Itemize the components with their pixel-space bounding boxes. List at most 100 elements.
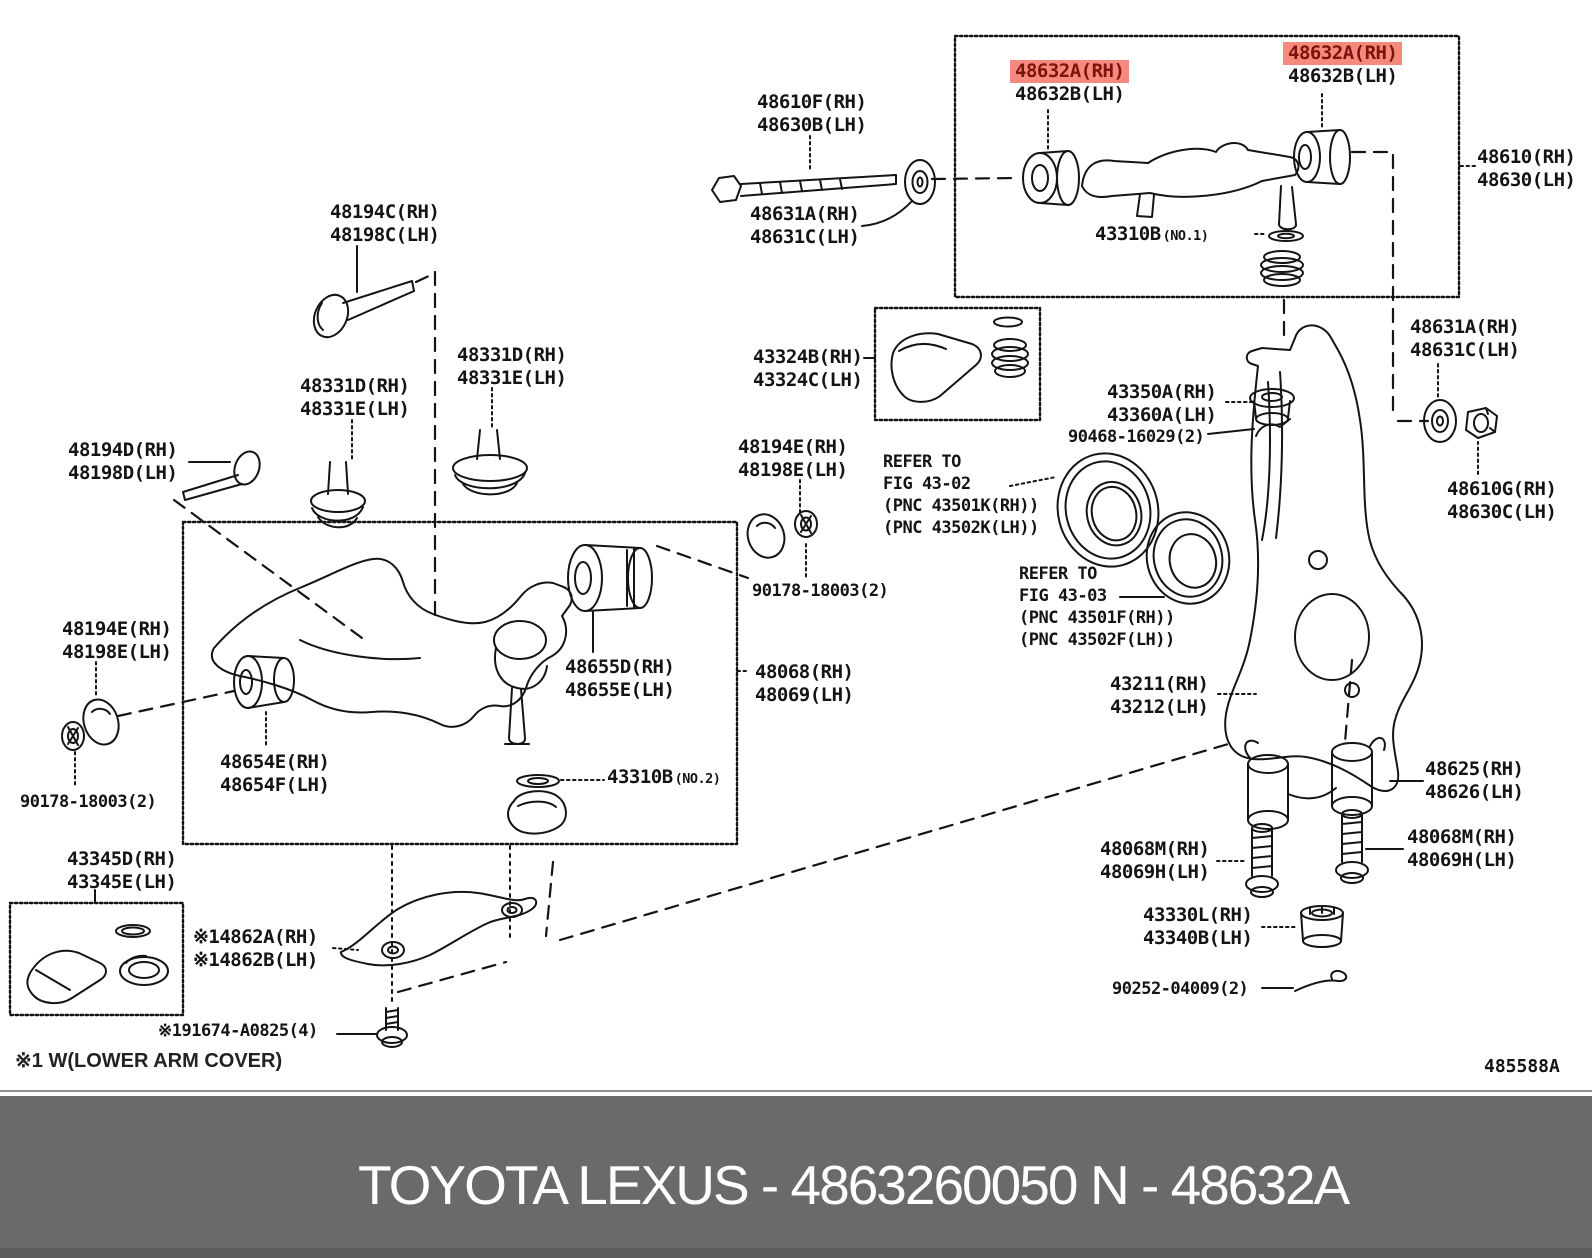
part-label-48625: 48625(RH) 48626(LH) xyxy=(1425,758,1524,804)
part-number: 48610(RH) xyxy=(1477,146,1576,168)
part-number: 48331E(LH) xyxy=(457,367,567,389)
part-number: 48610G(RH) xyxy=(1447,478,1557,500)
part-label-43310b-no1: 43310B(NO.1) xyxy=(1095,223,1209,248)
part-number: 43350A(RH) xyxy=(1107,381,1217,403)
camber-bolt-drawing xyxy=(711,159,936,205)
dotted-drop-lines xyxy=(391,845,511,1003)
part-label-48632a-rh-2: 48632A(RH) 48632B(LH) xyxy=(1283,42,1403,88)
refer-note-fig-43-03: REFER TO FIG 43-03 (PNC 43501F(RH)) (PNC… xyxy=(1019,563,1175,651)
part-number: 48630(LH) xyxy=(1477,169,1576,191)
part-number: 43360A(LH) xyxy=(1107,404,1217,426)
part-number: 48631A(RH) xyxy=(1410,316,1520,338)
part-number: 43345D(RH) xyxy=(67,848,177,870)
refer-note-line: (PNC 43501K(RH)) xyxy=(883,496,1039,516)
part-label-48068m-2: 48068M(RH) 48069H(LH) xyxy=(1407,826,1517,872)
part-label-48631a-2: 48631A(RH) 48631C(LH) xyxy=(1410,316,1520,362)
part-label-14862: ※14862A(RH) ※14862B(LH) xyxy=(193,926,318,972)
bolts-nuts-drawings xyxy=(61,280,1498,751)
part-number: 48069H(LH) xyxy=(1407,849,1517,871)
banner-divider-line xyxy=(0,1090,1592,1092)
carrier-bolts-drawing xyxy=(1245,809,1369,898)
part-number: 48068M(RH) xyxy=(1100,838,1210,860)
part-number: 43212(LH) xyxy=(1110,696,1209,718)
refer-note-line: FIG 43-03 xyxy=(1019,586,1107,606)
part-number: 48630B(LH) xyxy=(757,114,867,136)
part-number: 43340B(LH) xyxy=(1143,927,1253,949)
refer-note-line: FIG 43-02 xyxy=(883,474,971,494)
seal-rings-drawing xyxy=(1056,452,1231,605)
part-number: 43330L(RH) xyxy=(1143,904,1253,926)
part-number: 48068M(RH) xyxy=(1407,826,1517,848)
part-number: 48625(RH) xyxy=(1425,758,1524,780)
part-label-48331d-1: 48331D(RH) 48331E(LH) xyxy=(300,375,410,421)
part-number-suffix: (NO.1) xyxy=(1162,228,1209,244)
steering-knuckle-drawing xyxy=(1224,324,1423,792)
refer-note-line: REFER TO xyxy=(1019,564,1097,584)
part-number: 48069(LH) xyxy=(755,684,854,706)
part-number: ※191674-A0825(4) xyxy=(158,1021,318,1041)
part-number: 43310B xyxy=(1095,223,1161,245)
part-number: 48632B(LH) xyxy=(1015,83,1125,105)
part-number: 48626(LH) xyxy=(1425,781,1524,803)
part-number: 48198E(LH) xyxy=(738,459,848,481)
part-number: 48194E(RH) xyxy=(738,436,848,458)
part-number: 90252-04009(2) xyxy=(1112,979,1249,999)
part-number: 43324B(RH) xyxy=(753,346,863,368)
part-number: 48068(RH) xyxy=(755,661,854,683)
part-number: 48654E(RH) xyxy=(220,751,330,773)
part-number: ※14862A(RH) xyxy=(193,926,318,948)
part-number: 90468-16029(2) xyxy=(1068,427,1205,447)
refer-note-line: REFER TO xyxy=(883,452,961,472)
grommet-clip-drawing xyxy=(1249,388,1295,437)
part-number: 43310B xyxy=(607,766,673,788)
part-number: 48631A(RH) xyxy=(750,203,860,225)
part-number: 48654F(LH) xyxy=(220,774,330,796)
refer-note-line: (PNC 43502K(LH)) xyxy=(883,518,1039,538)
part-label-48068: 48068(RH) 48069(LH) xyxy=(755,661,854,707)
part-label-48610: 48610(RH) 48630(LH) xyxy=(1477,146,1576,192)
part-label-48632a-rh-1: 48632A(RH) 48632B(LH) xyxy=(1010,60,1130,106)
part-label-48194c: 48194C(RH) 48198C(LH) xyxy=(330,201,440,247)
title-banner: TOYOTA LEXUS - 4863260050 N - 48632A xyxy=(0,1096,1592,1258)
part-number: 48610F(RH) xyxy=(757,91,867,113)
part-label-48610g: 48610G(RH) 48630C(LH) xyxy=(1447,478,1557,524)
banner-pnc-code: N - 48632A xyxy=(1090,1154,1350,1216)
part-number: 48331E(LH) xyxy=(300,398,410,420)
refer-note-line: (PNC 43501F(RH)) xyxy=(1019,608,1175,628)
part-number: 43345E(LH) xyxy=(67,871,177,893)
part-number: 48194C(RH) xyxy=(330,201,440,223)
part-label-48331d-2: 48331D(RH) 48331E(LH) xyxy=(457,344,567,390)
dotted-leaders xyxy=(74,93,1479,951)
part-label-48631a-1: 48631A(RH) 48631C(LH) xyxy=(750,203,860,249)
part-label-191674: ※191674-A0825(4) xyxy=(158,1020,318,1042)
part-number: 43324C(LH) xyxy=(753,369,863,391)
part-label-43310b-no2: 43310B(NO.2) xyxy=(607,766,721,791)
dust-cap-drawings xyxy=(310,429,528,529)
part-label-48610f: 48610F(RH) 48630B(LH) xyxy=(757,91,867,137)
lower-control-arm-drawing xyxy=(211,544,653,835)
part-label-48194e-2: 48194E(RH) 48198E(LH) xyxy=(738,436,848,482)
part-label-48655d: 48655D(RH) 48655E(LH) xyxy=(565,656,675,702)
part-number: 48331D(RH) xyxy=(300,375,410,397)
part-label-43345d: 43345D(RH) 43345E(LH) xyxy=(67,848,177,894)
part-label-48194e-1: 48194E(RH) 48198E(LH) xyxy=(62,618,172,664)
part-label-43350a: 43350A(RH) 43360A(LH) xyxy=(1107,381,1217,427)
part-number-highlighted: 48632A(RH) xyxy=(1283,42,1403,65)
arm-cover-kit-drawings xyxy=(26,890,538,1048)
part-number: 48198E(LH) xyxy=(62,641,172,663)
castle-nut-cotter-pin-drawing xyxy=(1294,905,1348,992)
part-label-90178-1: 90178-18003(2) xyxy=(20,791,157,813)
refer-note-fig-43-02: REFER TO FIG 43-02 (PNC 43501K(RH)) (PNC… xyxy=(883,451,1039,539)
banner-bottom-shade xyxy=(0,1248,1592,1258)
part-number: 48194E(RH) xyxy=(62,618,172,640)
part-number: 48069H(LH) xyxy=(1100,861,1210,883)
diagram-line-art xyxy=(8,34,1498,1048)
part-number: ※14862B(LH) xyxy=(193,949,318,971)
part-number: 48631C(LH) xyxy=(750,226,860,248)
part-number: 48331D(RH) xyxy=(457,344,567,366)
part-label-43211: 43211(RH) 43212(LH) xyxy=(1110,673,1209,719)
part-number: 48655D(RH) xyxy=(565,656,675,678)
part-number: 48198C(LH) xyxy=(330,224,440,246)
part-number: 48194D(RH) xyxy=(68,439,178,461)
